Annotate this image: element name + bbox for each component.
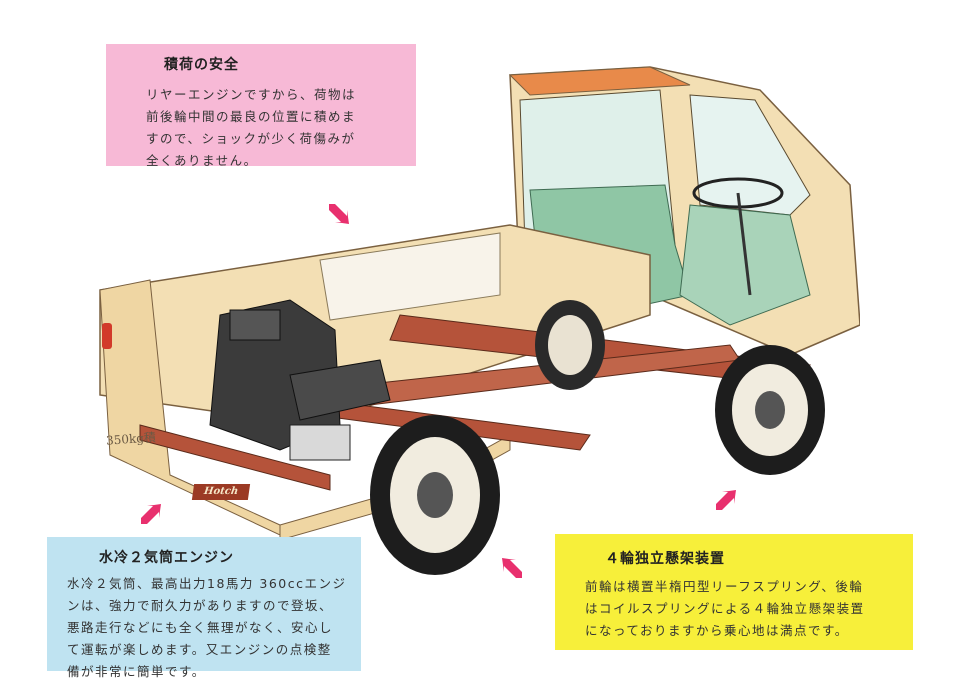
text-line: ンは、強力で耐久力がありますので登坂、: [67, 598, 334, 613]
text-line: 前後輪中間の最良の位置に積めま: [146, 109, 357, 124]
text-line: はコイルスプリングによる４輪独立懸架装置: [585, 601, 865, 616]
text-line: 悪路走行などにも全く無理がなく、安心し: [67, 620, 334, 635]
text-line: 水冷２気筒、最高出力18馬力 360ccエンジ: [67, 576, 347, 591]
truck-cutaway-illustration: [99, 66, 860, 575]
badge-logo: Hotch: [191, 484, 251, 500]
capacity-marking: 350kg積: [105, 430, 157, 448]
text-line: て運転が楽しめます。又エンジンの点検整: [67, 642, 332, 657]
suspension-callout: ４輪独立懸架装置 前輪は横置半楕円型リーフスプリング、後輪 はコイルスプリングに…: [555, 534, 913, 650]
arrow-up-right-icon: [716, 490, 736, 510]
cargo-safety-text: リヤーエンジンですから、荷物は 前後輪中間の最良の位置に積めま すので、ショック…: [146, 84, 400, 172]
suspension-title: ４輪独立懸架装置: [605, 551, 725, 567]
text-line: 全くありません。: [146, 153, 258, 168]
arrow-up-left-icon: [502, 558, 522, 578]
engine-text: 水冷２気筒、最高出力18馬力 360ccエンジ ンは、強力で耐久力がありますので…: [67, 573, 351, 683]
cargo-safety-callout: 積荷の安全 リヤーエンジンですから、荷物は 前後輪中間の最良の位置に積めま すの…: [106, 44, 416, 168]
text-line: 備が非常に簡単です。: [67, 664, 206, 679]
text-line: 前輪は横置半楕円型リーフスプリング、後輪: [585, 579, 864, 594]
suspension-text: 前輪は横置半楕円型リーフスプリング、後輪 はコイルスプリングによる４輪独立懸架装…: [585, 576, 899, 642]
text-line: になっておりますから乗心地は満点です。: [585, 623, 849, 638]
arrow-down-right-icon: [329, 204, 349, 224]
text-line: すので、ショックが少く荷傷みが: [146, 131, 356, 146]
cargo-safety-title: 積荷の安全: [164, 57, 239, 73]
arrow-up-right-icon: [141, 504, 161, 524]
engine-callout: 水冷２気筒エンジン 水冷２気筒、最高出力18馬力 360ccエンジ ンは、強力で…: [47, 537, 361, 679]
engine-title: 水冷２気筒エンジン: [99, 550, 234, 566]
text-line: リヤーエンジンですから、荷物は: [146, 87, 357, 102]
